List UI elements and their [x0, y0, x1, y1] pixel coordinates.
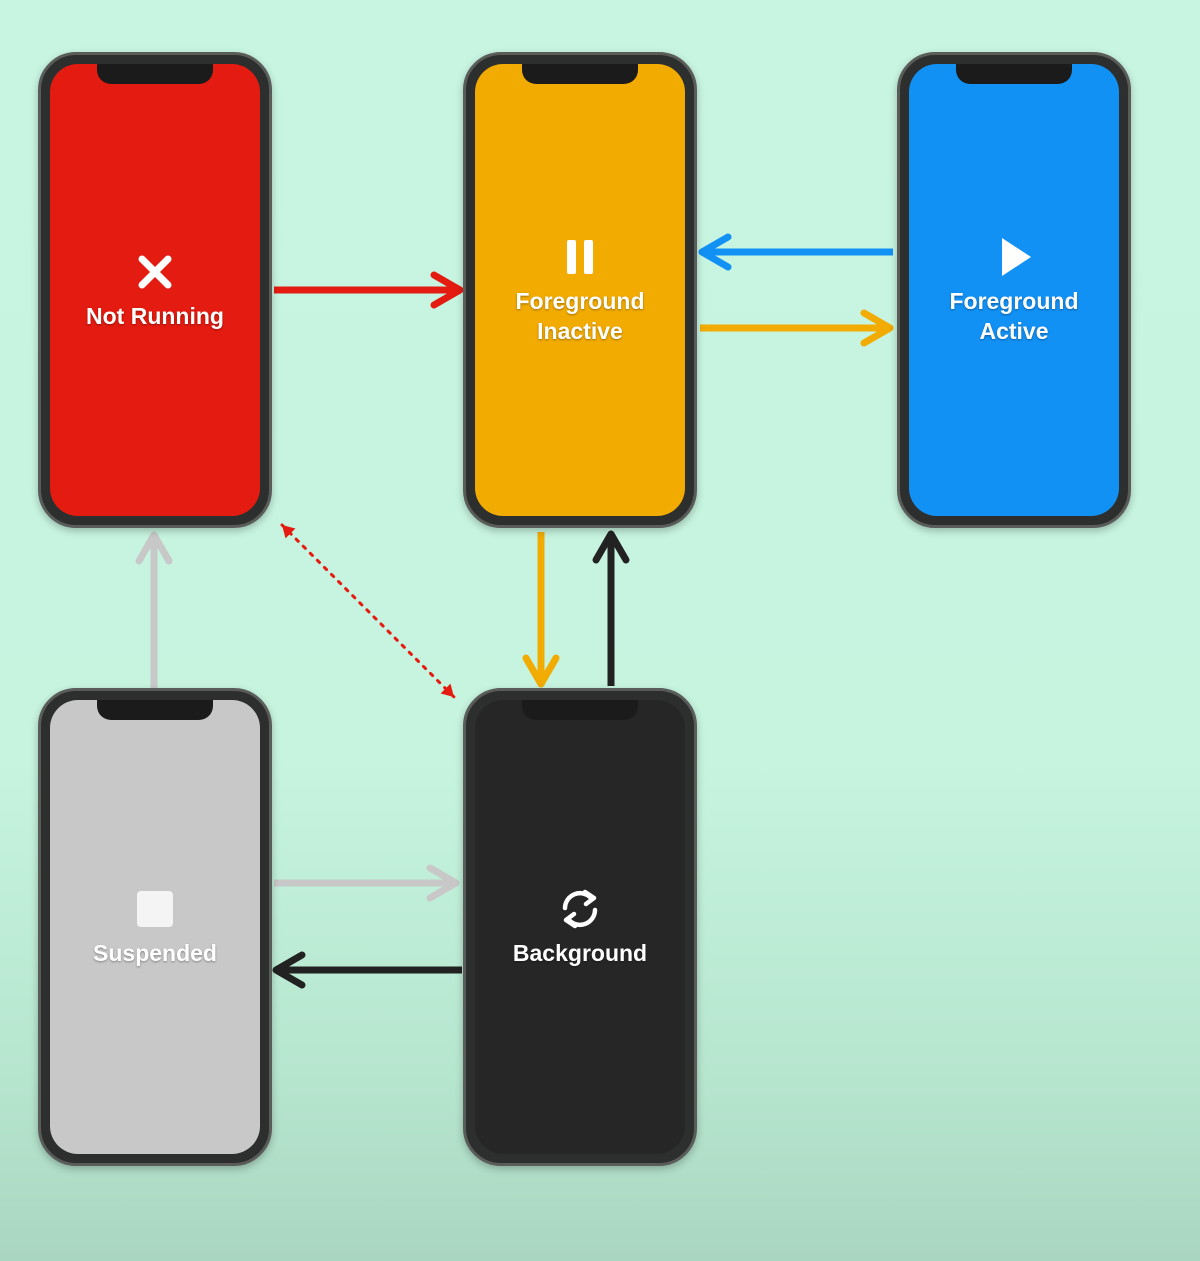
play-icon — [1002, 238, 1031, 276]
transition-background-to-suspended-arrowhead — [272, 951, 306, 989]
phone-suspended: Suspended — [38, 688, 272, 1166]
phone-notch — [522, 64, 638, 84]
transition-foreground-active-to-foreground-inactive-arrowhead — [698, 233, 732, 271]
close-icon — [138, 255, 172, 289]
pause-icon — [567, 240, 593, 274]
phone-foreground-active: Foreground Active — [897, 52, 1131, 528]
transition-not-running-to-background-arrowhead — [440, 683, 454, 697]
state-label-background: Background — [512, 940, 648, 966]
refresh-icon — [562, 889, 598, 929]
transition-suspended-to-background-arrowhead — [426, 864, 460, 902]
phone-foreground-inactive: Foreground Inactive — [463, 52, 697, 528]
phone-notch — [956, 64, 1072, 84]
screen-suspended: Suspended — [50, 700, 260, 1154]
phone-not-running: Not Running — [38, 52, 272, 528]
transition-not-running-to-foreground-inactive-arrowhead — [430, 271, 464, 309]
transition-foreground-inactive-to-background-arrowhead — [522, 654, 560, 688]
stop-icon — [137, 891, 173, 927]
screen-foreground-inactive: Foreground Inactive — [475, 64, 685, 516]
transition-background-to-foreground-inactive-arrowhead — [592, 530, 630, 564]
phone-notch — [522, 700, 638, 720]
phone-notch — [97, 700, 213, 720]
transition-not-running-to-background — [280, 523, 456, 699]
state-label-foreground-inactive: Foreground Inactive — [515, 288, 645, 344]
screen-foreground-active: Foreground Active — [909, 64, 1119, 516]
screen-not-running: Not Running — [50, 64, 260, 516]
transition-not-running-to-background-arrowhead — [282, 525, 296, 539]
state-label-not-running: Not Running — [86, 303, 224, 329]
phone-notch — [97, 64, 213, 84]
phone-background: Background — [463, 688, 697, 1166]
transition-suspended-to-not-running-arrowhead — [135, 531, 173, 565]
screen-background: Background — [475, 700, 685, 1154]
transition-foreground-inactive-to-foreground-active-arrowhead — [860, 309, 894, 347]
state-label-foreground-active: Foreground Active — [949, 288, 1079, 344]
state-label-suspended: Suspended — [93, 940, 217, 966]
